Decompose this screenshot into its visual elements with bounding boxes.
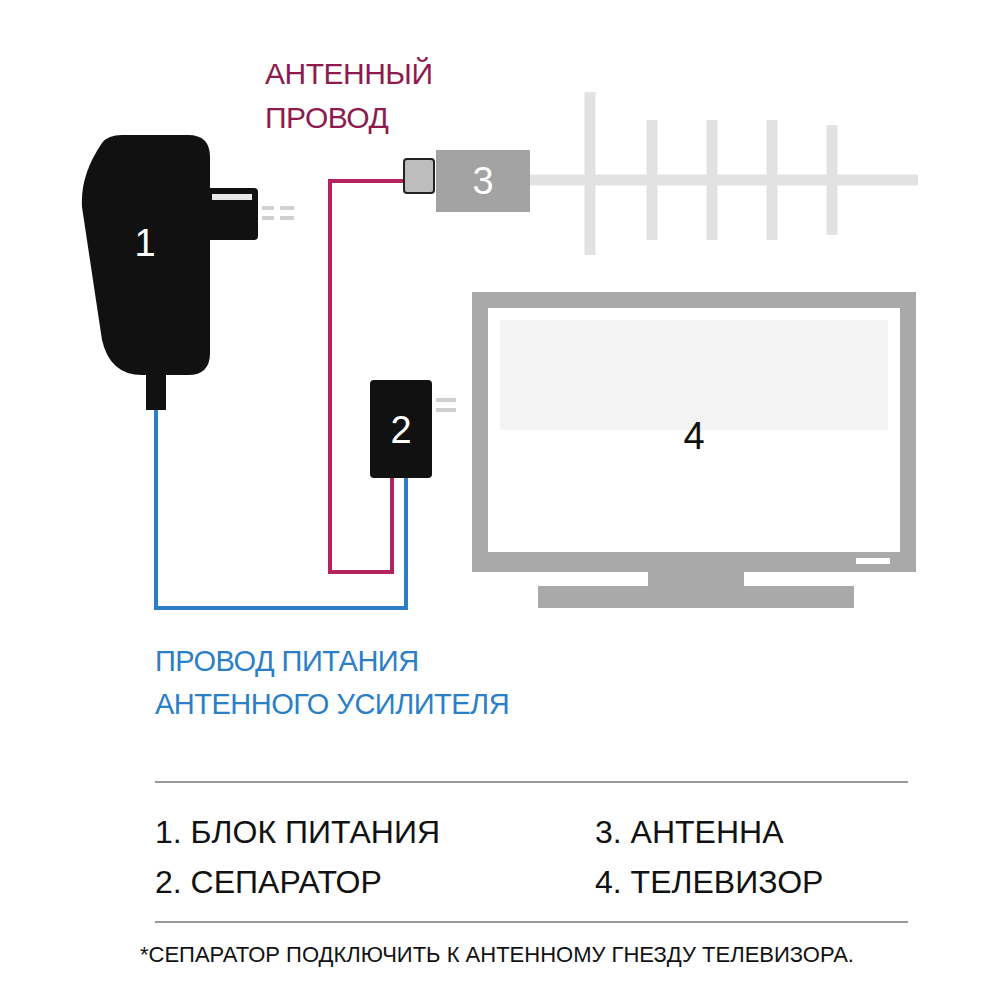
wire-label: ПРОВОД ПИТАНИЯ АНТЕННОГО УСИЛИТЕЛЯ: [155, 640, 575, 726]
tv-set: 4: [472, 292, 916, 572]
separator-body: [370, 380, 432, 478]
antenna-box: 3: [403, 150, 530, 212]
footnote: *СЕПАРАТОР ПОДКЛЮЧИТЬ К АНТЕННОМУ ГНЕЗДУ…: [140, 940, 990, 970]
callout-number: 1: [80, 223, 210, 263]
power-plug: [206, 188, 258, 240]
plug-highlight: [212, 194, 252, 200]
power-supply-shape: [80, 135, 210, 410]
legend-item: 4. ТЕЛЕВИЗОР: [595, 862, 925, 902]
antenna-box-shape: [403, 150, 530, 212]
power-supply: 1: [80, 135, 210, 410]
callout-number: 2: [370, 410, 432, 450]
wire-label: АНТЕННЫЙ ПРОВОД: [265, 52, 475, 140]
tv-indicator: [856, 558, 890, 564]
divider: [155, 921, 908, 923]
separator-plug: [436, 400, 456, 410]
legend-item: 3. АНТЕННА: [595, 812, 925, 852]
tv-glare: [500, 320, 888, 430]
antenna-wire: [330, 181, 403, 572]
tv-stand: [538, 586, 854, 608]
antenna-amplifier: [436, 150, 530, 212]
tv-neck: [648, 572, 744, 586]
legend-item: 1. БЛОК ПИТАНИЯ: [155, 812, 575, 852]
tv-screen: [488, 308, 900, 552]
plug-pins: [262, 208, 294, 218]
power-wire: [156, 410, 406, 608]
antenna-elements: [530, 92, 918, 255]
power-cord: [146, 373, 166, 410]
divider: [155, 781, 908, 783]
antenna-plug: [404, 159, 434, 193]
legend-item: 2. СЕПАРАТОР: [155, 862, 575, 902]
tv-frame: [472, 292, 916, 572]
callout-number: 4: [662, 416, 726, 456]
callout-number: 3: [436, 161, 530, 201]
separator-box: 2: [370, 380, 432, 478]
